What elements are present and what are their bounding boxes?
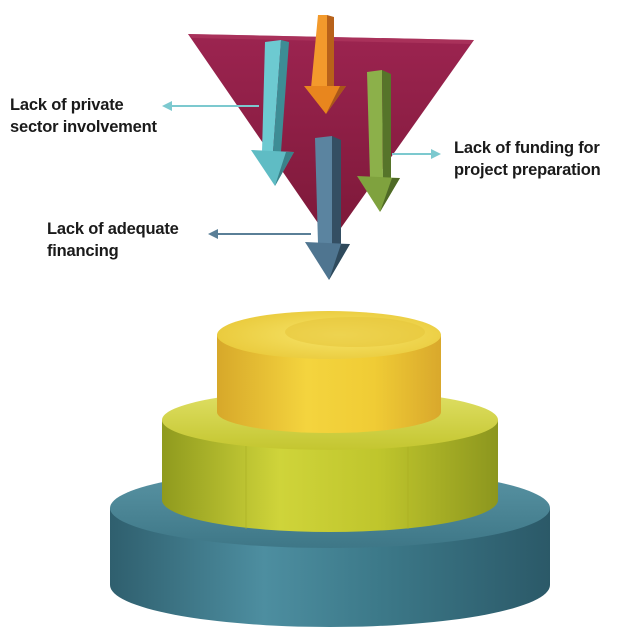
label-funding-line1: Lack of funding for bbox=[454, 139, 600, 157]
label-private-sector: Lack of private sector involvement bbox=[10, 94, 157, 138]
label-private-sector-line2: sector involvement bbox=[10, 118, 157, 136]
connector-financing bbox=[208, 229, 311, 239]
tier-top bbox=[217, 311, 441, 433]
arrow-orange bbox=[304, 15, 346, 114]
arrow-green bbox=[357, 70, 400, 212]
label-private-sector-line1: Lack of private bbox=[10, 96, 124, 114]
label-funding: Lack of funding for project preparation bbox=[454, 137, 601, 181]
arrow-teal bbox=[251, 40, 294, 186]
label-financing-line1: Lack of adequate bbox=[47, 220, 179, 238]
label-funding-line2: project preparation bbox=[454, 161, 601, 179]
connector-funding bbox=[392, 149, 441, 159]
label-financing: Lack of adequate financing bbox=[47, 218, 179, 262]
connector-private bbox=[162, 101, 259, 111]
arrow-slate bbox=[305, 136, 350, 280]
label-financing-line2: financing bbox=[47, 242, 119, 260]
